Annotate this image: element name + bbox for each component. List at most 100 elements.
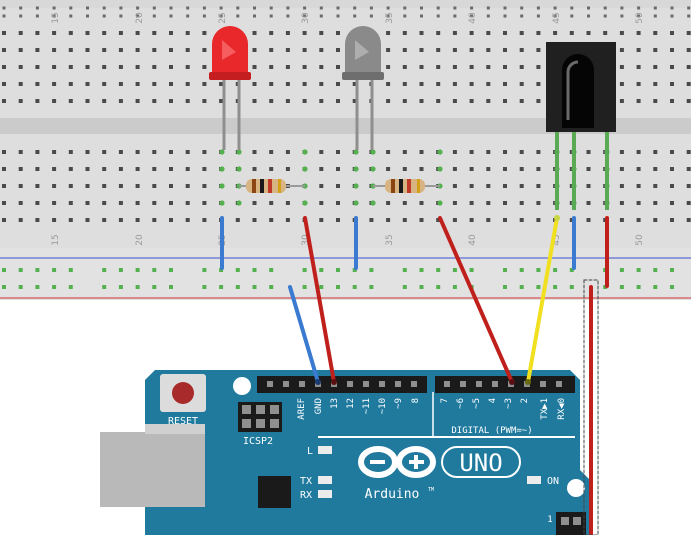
breadboard-hole [503,65,507,69]
rail-hole [536,285,541,289]
arduino-board: RESET ICSP2 AREF GND 13 12 ~11 ~10 ~9 8 [100,370,590,535]
header-pin[interactable] [411,381,417,387]
rail-hole [202,285,207,289]
rail-hole [269,285,274,289]
breadboard-hole [386,31,391,35]
breadboard-hole [503,99,507,103]
wire-pin2-yellow[interactable] [526,216,559,384]
rail-hole [69,6,73,10]
resistor-1[interactable] [239,179,305,193]
breadboard-hole [2,99,6,103]
breadboard-hole [118,201,123,205]
breadboard-hole [536,218,541,222]
breadboard-hole [152,184,157,188]
breadboard-hole [619,201,624,205]
wire-pin3-red[interactable] [438,216,514,384]
breadboard-hole [336,31,340,35]
breadboard-hole [386,201,391,205]
rail-hole [569,268,574,272]
rail-hole [553,6,557,10]
breadboard-hole [152,48,157,52]
breadboard-hole [586,184,591,188]
breadboard-hole [586,150,591,154]
rail-hole [169,14,173,18]
header-pin[interactable] [283,381,289,387]
breadboard-hole [486,167,491,171]
header-pin[interactable] [395,381,401,387]
gray-led[interactable] [342,26,384,150]
breadboard-hole [503,82,507,86]
header-pin[interactable] [492,381,498,387]
rail-hole [353,14,357,18]
rx-label: RX [300,490,312,501]
breadboard-hole [436,65,441,69]
red-led[interactable] [209,26,251,150]
rail-hole [119,6,123,10]
wire-pin13-red[interactable] [303,216,336,384]
breadboard-hole [686,150,691,154]
rail-hole [503,268,507,272]
breadboard-hole [419,218,424,222]
breadboard-hole [269,65,274,69]
breadboard-hole [619,82,624,86]
breadboard-hole [486,201,491,205]
rail-hole [52,14,56,18]
breadboard-hole [169,167,173,171]
breadboard-hole [636,218,641,222]
breadboard-hole [135,218,140,222]
rail-hole [336,285,340,289]
rail-hole [369,268,374,272]
rail-hole [303,6,307,10]
breadboard-hole [152,201,157,205]
breadboard-hole [135,65,140,69]
breadboard-hole [285,201,290,205]
breadboard-hole [452,184,457,188]
rail-hole [35,285,40,289]
pin-label-tx: TX▶1 [540,398,550,420]
breadboard-hole [402,99,407,103]
breadboard-hole [252,82,257,86]
breadboard-hole [102,167,107,171]
col-num-top: 45 [552,12,562,23]
header-pin[interactable] [363,381,369,387]
breadboard-hole [152,31,157,35]
header-pin[interactable] [476,381,482,387]
breadboard-hole [469,150,474,154]
breadboard-hole [68,65,73,69]
pin-label-13: 13 [330,398,340,409]
breadboard-hole [536,65,541,69]
breadboard-hole [519,31,524,35]
rail-hole [352,285,357,289]
col-num-top: 40 [468,12,478,24]
breadboard-hole [202,82,207,86]
wire-gnd-blue[interactable] [288,285,320,384]
breadboard-hole [636,82,641,86]
resistor-2[interactable] [373,179,440,193]
header-pin[interactable] [379,381,385,387]
rail-hole [587,14,590,18]
ir-receiver[interactable] [546,42,616,210]
rail-hole [68,285,73,289]
resistor-2-band [407,179,411,193]
breadboard-hole [302,31,307,35]
header-pin[interactable] [299,381,305,387]
rail-hole [436,6,440,10]
header-pin[interactable] [556,381,562,387]
breadboard-hole [436,48,441,52]
rail-hole [420,6,423,10]
breadboard-hole [536,150,541,154]
icsp-header [238,402,282,432]
breadboard-hole [653,201,658,205]
header-pin[interactable] [347,381,353,387]
breadboard-hole [619,48,624,52]
breadboard-hole [135,99,140,103]
breadboard-hole [586,31,591,35]
breadboard-hole [469,167,474,171]
breadboard-center-channel [0,118,691,134]
header-pin[interactable] [444,381,450,387]
pin-label-3: ~3 [504,398,514,409]
header-pin[interactable] [460,381,466,387]
header-pin[interactable] [267,381,273,387]
breadboard-hole [569,218,574,222]
header-pin[interactable] [540,381,546,387]
